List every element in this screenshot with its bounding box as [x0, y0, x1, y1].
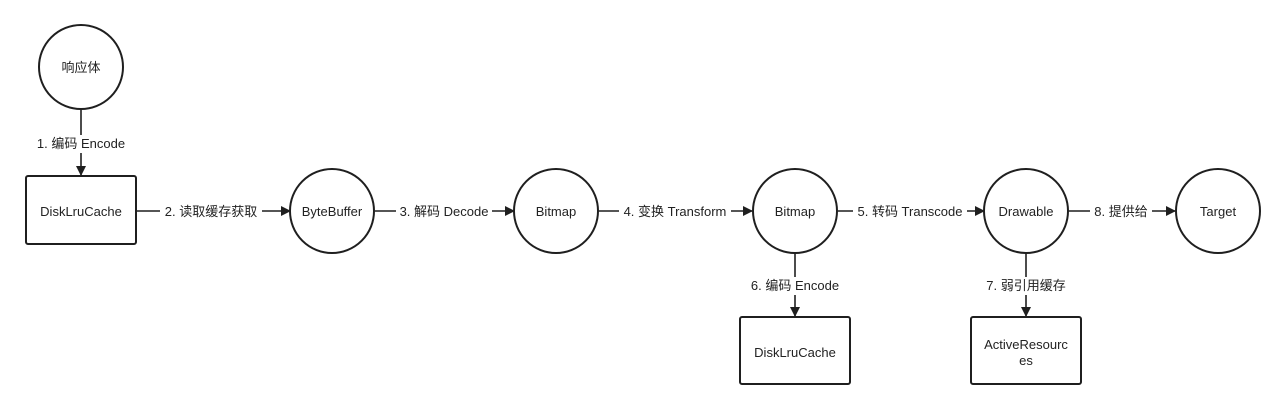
node-bitmap-2: Bitmap	[752, 168, 838, 254]
node-disk-lru-cache-1: DiskLruCache	[25, 175, 137, 245]
edge-label: 1. 编码 Encode	[37, 136, 125, 151]
node-label: Drawable	[999, 204, 1054, 219]
edge-decode: 3. 解码 Decode	[375, 203, 515, 221]
edge-label: 8. 提供给	[1094, 204, 1147, 219]
node-label: DiskLruCache	[40, 204, 122, 219]
edge-encode-6: 6. 编码 Encode	[746, 253, 844, 317]
edge-label: 6. 编码 Encode	[751, 278, 839, 293]
edge-label: 2. 读取缓存获取	[165, 204, 257, 219]
node-label-line2: es	[1019, 353, 1033, 368]
node-active-resources: ActiveResourc es	[970, 316, 1082, 385]
node-label-line1: ActiveResourc	[984, 337, 1068, 352]
node-label: DiskLruCache	[754, 345, 836, 360]
edge-label: 7. 弱引用缓存	[986, 278, 1065, 293]
edge-transform: 4. 变换 Transform	[599, 203, 753, 221]
node-label: Bitmap	[536, 204, 576, 219]
node-label: ByteBuffer	[302, 204, 363, 219]
edge-weak-ref-cache: 7. 弱引用缓存	[982, 253, 1070, 317]
node-byte-buffer: ByteBuffer	[289, 168, 375, 254]
edge-transcode: 5. 转码 Transcode	[838, 203, 985, 221]
edge-label: 5. 转码 Transcode	[857, 204, 962, 219]
node-label: Bitmap	[775, 204, 815, 219]
edge-provide: 8. 提供给	[1069, 203, 1176, 221]
edge-label: 3. 解码 Decode	[400, 204, 489, 219]
node-drawable: Drawable	[983, 168, 1069, 254]
edge-read-cache: 2. 读取缓存获取	[137, 203, 291, 221]
node-bitmap-1: Bitmap	[513, 168, 599, 254]
edge-label: 4. 变换 Transform	[624, 204, 727, 219]
node-target: Target	[1175, 168, 1261, 254]
edge-encode-1: 1. 编码 Encode	[30, 108, 130, 176]
node-label: Target	[1200, 204, 1237, 219]
node-label: 响应体	[61, 60, 100, 75]
node-disk-lru-cache-2: DiskLruCache	[739, 316, 851, 385]
node-response-body: 响应体	[38, 24, 124, 110]
